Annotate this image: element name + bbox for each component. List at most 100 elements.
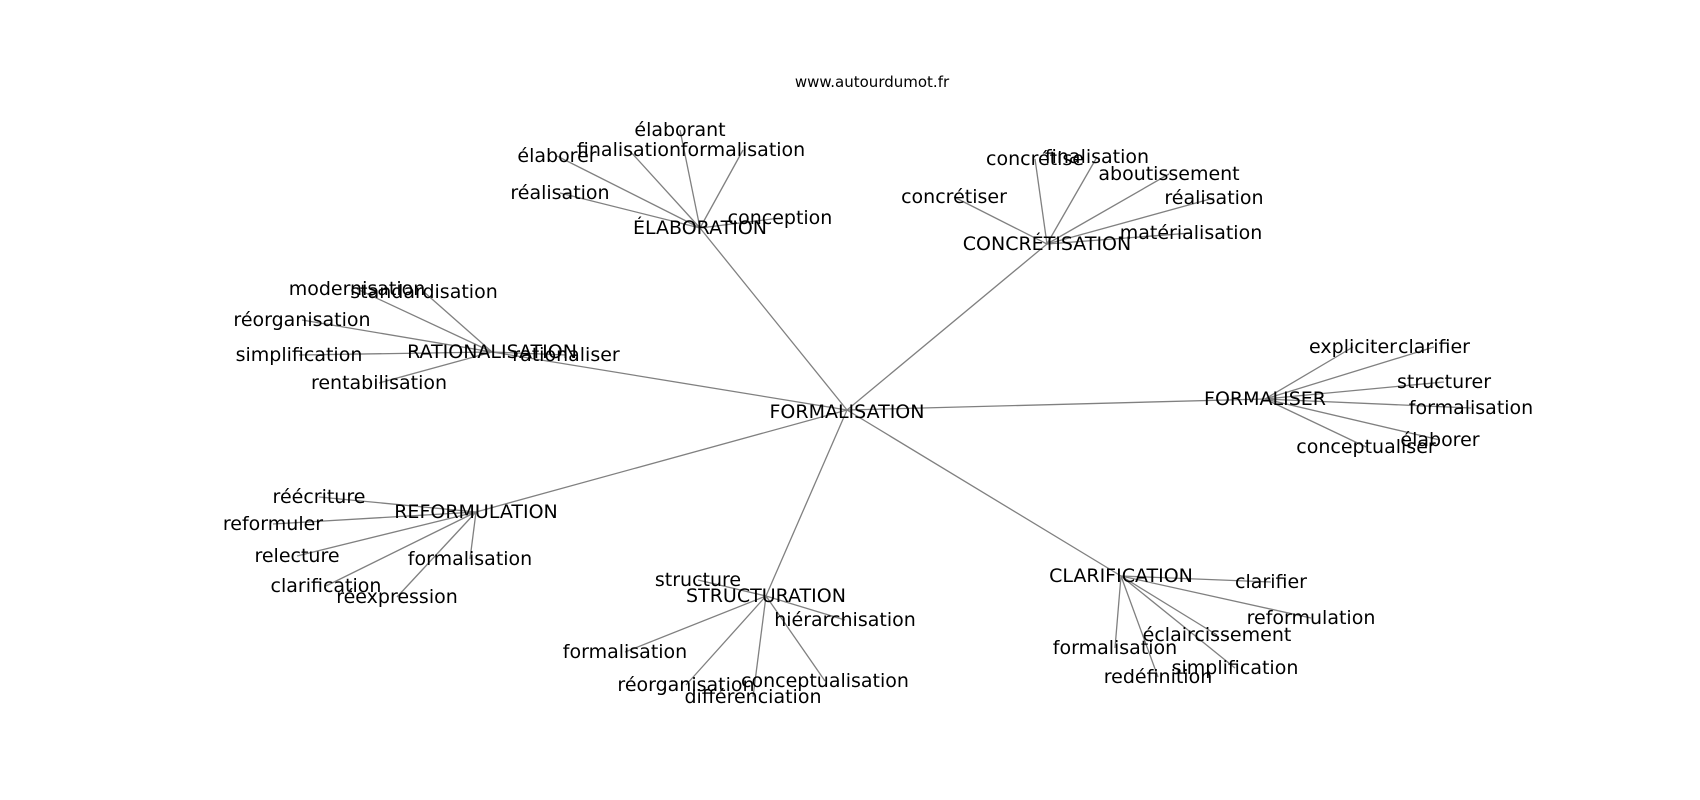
edge-formaliser-elaborer [1264,398,1441,441]
edge-rationalisation-simplification [298,351,493,356]
leaf-rationalisation-reorganisation[interactable]: réorganisation [233,309,370,331]
edge-formaliser-conceptualiser [1264,398,1367,448]
leaf-concretisation-materialisation[interactable]: matérialisation [1120,222,1263,244]
leaf-clarification-redefinition[interactable]: redéfinition [1104,666,1213,688]
leaf-elaboration-formalisation[interactable]: formalisation [681,139,805,161]
leaf-clarification-simplification[interactable]: simplification [1172,657,1299,679]
leaf-structuration-differenciation[interactable]: différenciation [684,686,821,708]
node-structuration[interactable]: STRUCTURATION [686,585,846,607]
leaf-formaliser-structurer[interactable]: structurer [1397,371,1491,393]
edge-clarification-simplification [1120,575,1236,669]
edge-reformulation-reecriture [318,496,477,513]
leaf-reformulation-reexpression[interactable]: réexpression [336,586,458,608]
edge-rationalisation-standardisation [423,291,493,353]
edge-clarification-reformulation [1120,575,1312,619]
leaf-structuration-formalisation[interactable]: formalisation [563,641,687,663]
leaf-concretisation-concretise[interactable]: concrétise [986,148,1084,170]
graph-labels: www.autourdumot.fr FORMALISATION ÉLABORA… [223,73,1533,708]
leaf-formaliser-conceptualiser[interactable]: conceptualiser [1296,436,1436,458]
leaf-concretisation-realisation[interactable]: réalisation [1164,187,1263,209]
leaf-clarification-formalisation[interactable]: formalisation [1053,637,1177,659]
edge-concretisation-realisation [1046,197,1215,245]
edge-center-elaboration [699,227,848,411]
edge-center-reformulation [475,409,848,513]
leaf-reformulation-relecture[interactable]: relecture [254,545,339,567]
node-clarification[interactable]: CLARIFICATION [1049,565,1193,587]
node-elaboration[interactable]: ÉLABORATION [633,216,767,239]
leaf-elaboration-realisation[interactable]: réalisation [510,182,609,204]
edge-center-concretisation [846,243,1048,411]
edge-clarification-formalisation [1114,575,1122,649]
leaf-rationalisation-simplification[interactable]: simplification [236,344,363,366]
edge-center-formaliser [846,398,1266,411]
edge-concretisation-concretiser [953,196,1048,245]
leaf-concretisation-concretiser[interactable]: concrétiser [901,186,1007,208]
edge-structuration-conceptualisation [765,595,826,682]
leaf-reformulation-formalisation[interactable]: formalisation [408,548,532,570]
leaf-reformulation-clarification[interactable]: clarification [271,575,382,597]
edge-elaboration-formalisation [699,149,744,229]
edge-reformulation-relecture [296,511,477,557]
leaf-rationalisation-modernisation[interactable]: modernisation [289,278,426,300]
node-formaliser[interactable]: FORMALISER [1204,388,1326,410]
leaf-elaboration-finalisation[interactable]: finalisation [577,139,681,161]
edge-rationalisation-reorganisation [301,319,493,353]
edge-structuration-differenciation [752,595,767,698]
edge-formaliser-formalisation [1264,398,1472,409]
leaf-structuration-hierarchisation[interactable]: hiérarchisation [774,609,916,631]
edge-formaliser-structurer [1264,381,1445,400]
edge-structuration-formalisation [624,595,767,653]
edge-center-clarification [846,409,1122,577]
leaf-concretisation-finalisation[interactable]: finalisation [1045,146,1149,168]
edge-formaliser-clarifier [1264,346,1435,400]
edge-reformulation-reformuler [272,511,477,525]
node-rationalisation[interactable]: RATIONALISATION [407,341,577,363]
node-concretisation[interactable]: CONCRÉTISATION [963,232,1131,255]
edge-center-structuration [765,409,848,597]
edge-elaboration-conception [699,217,781,229]
center-node[interactable]: FORMALISATION [770,401,925,423]
leaf-formaliser-formalisation[interactable]: formalisation [1409,397,1533,419]
edge-reformulation-formalisation [469,511,477,560]
leaf-rationalisation-rationaliser[interactable]: rationaliser [512,344,620,366]
leaf-clarification-clarifier[interactable]: clarifier [1235,571,1307,593]
source-label: www.autourdumot.fr [795,73,950,91]
leaf-clarification-eclaircissement[interactable]: éclaircissement [1143,624,1292,646]
leaf-rationalisation-rentabilisation[interactable]: rentabilisation [311,372,447,394]
edge-clarification-redefinition [1120,575,1159,678]
edge-reformulation-clarification [325,511,477,587]
edge-elaboration-realisation [559,192,701,229]
leaf-structuration-structure[interactable]: structure [655,569,741,591]
edge-concretisation-aboutissement [1046,173,1170,245]
edge-elaboration-elaborer [556,155,701,229]
edge-elaboration-finalisation [628,149,701,229]
edge-rationalisation-rentabilisation [378,351,493,384]
leaf-reformulation-reformuler[interactable]: reformuler [223,513,323,535]
edge-structuration-hierarchisation [765,595,846,621]
edge-structuration-structure [697,579,767,597]
leaf-reformulation-reecriture[interactable]: réécriture [273,486,366,508]
edge-center-rationalisation [491,351,848,411]
leaf-formaliser-elaborer[interactable]: élaborer [1400,429,1479,451]
edge-reformulation-reexpression [396,511,477,598]
edge-concretisation-materialisation [1046,232,1192,245]
edge-clarification-clarifier [1120,575,1272,583]
edge-concretisation-finalisation [1046,156,1098,245]
edge-elaboration-elaborant [679,129,701,229]
leaf-rationalisation-standardisation[interactable]: standardisation [350,281,498,303]
edge-rationalisation-modernisation [356,288,493,353]
leaf-elaboration-elaborer[interactable]: élaborer [517,145,596,167]
leaf-clarification-reformulation[interactable]: reformulation [1247,607,1376,629]
leaf-elaboration-conception[interactable]: conception [728,207,833,229]
leaf-formaliser-expliciter[interactable]: expliciter [1309,336,1397,358]
leaf-structuration-conceptualisation[interactable]: conceptualisation [741,670,909,692]
leaf-concretisation-aboutissement[interactable]: aboutissement [1098,163,1239,185]
leaf-elaboration-elaborant[interactable]: élaborant [634,119,725,141]
edge-clarification-eclaircissement [1120,575,1218,636]
node-reformulation[interactable]: REFORMULATION [394,501,558,523]
edge-rationalisation-rationaliser [491,351,567,356]
leaf-formaliser-clarifier[interactable]: clarifier [1398,336,1470,358]
edge-concretisation-concretise [1034,158,1048,245]
leaf-structuration-reorganisation[interactable]: réorganisation [617,674,754,696]
